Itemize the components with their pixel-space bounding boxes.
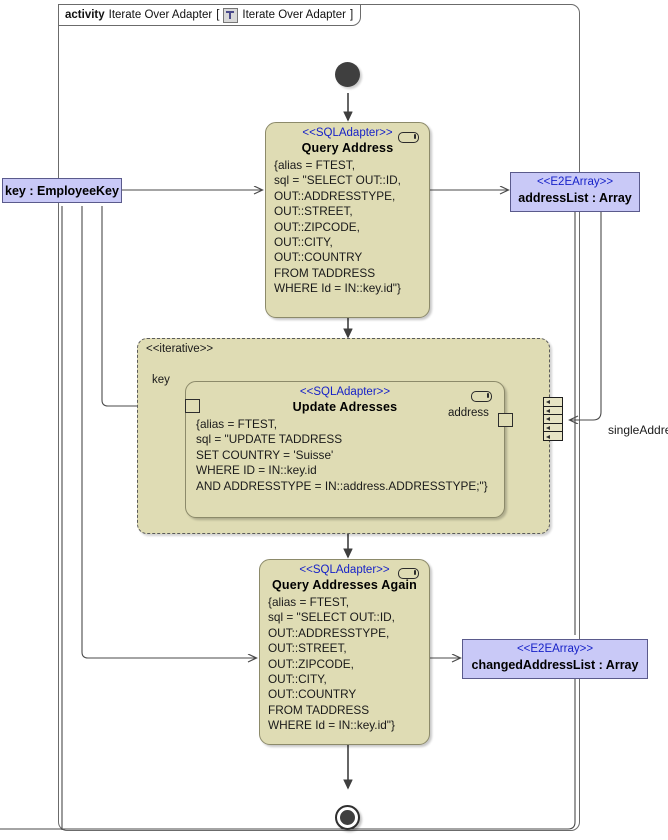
frame-keyword: activity	[65, 9, 105, 21]
expansion-node-cell	[544, 432, 562, 441]
action-body-text: {alias = FTEST, sql = "UPDATE TADDRESS S…	[196, 417, 488, 493]
frame-bracket-close: ]	[349, 9, 354, 21]
expansion-node[interactable]	[543, 397, 563, 441]
stereotype-label: <<SQLAdapter>>	[299, 386, 391, 398]
action-body-text: {alias = FTEST, sql = "SELECT OUT::ID, O…	[268, 595, 395, 733]
input-pin-key-label: key	[152, 374, 170, 386]
object-name: addressList : Array	[518, 191, 632, 205]
frame-name: Iterate Over Adapter	[108, 9, 213, 21]
action-name: Update Adresses	[292, 400, 398, 414]
action-query-address[interactable]: <<SQLAdapter>> Query Address {alias = FT…	[265, 122, 430, 318]
object-node-key[interactable]: key : EmployeeKey	[2, 178, 122, 203]
activity-final-node	[335, 805, 360, 830]
action-query-addresses-again[interactable]: <<SQLAdapter>> Query Addresses Again {al…	[259, 559, 430, 745]
input-pin-key[interactable]	[185, 399, 200, 413]
frame-inner-name: Iterate Over Adapter	[242, 9, 346, 21]
object-stereotype: <<E2EArray>>	[536, 176, 614, 188]
parameter-port-icon	[398, 568, 419, 579]
object-name: key : EmployeeKey	[5, 184, 119, 198]
object-stereotype: <<E2EArray>>	[516, 643, 594, 655]
object-name: changedAddressList : Array	[471, 658, 639, 672]
expansion-node-cell	[544, 407, 562, 416]
object-node-address-list[interactable]: <<E2EArray>> addressList : Array	[510, 172, 640, 212]
region-stereotype-label: <<iterative>>	[146, 343, 214, 355]
action-body-text: {alias = FTEST, sql = "SELECT OUT::ID, O…	[274, 158, 401, 296]
activity-final-inner	[340, 810, 355, 825]
initial-node	[335, 62, 360, 87]
action-update-adresses[interactable]: <<SQLAdapter>> Update Adresses {alias = …	[185, 381, 505, 518]
expansion-node-cell	[544, 415, 562, 424]
activity-diagram-icon	[223, 7, 239, 23]
stereotype-label: <<SQLAdapter>>	[299, 564, 390, 576]
activity-frame-header: activity Iterate Over Adapter [ Iterate …	[58, 4, 362, 26]
action-name: Query Addresses Again	[272, 578, 417, 592]
expansion-node-cell	[544, 398, 562, 407]
frame-bracket-open: [	[216, 9, 220, 21]
expansion-node-label: singleAddress	[608, 423, 668, 437]
input-pin-address[interactable]	[498, 413, 513, 427]
expansion-node-cell	[544, 424, 562, 433]
parameter-port-icon	[398, 132, 419, 143]
stereotype-label: <<SQLAdapter>>	[302, 127, 393, 139]
object-node-changed-address-list[interactable]: <<E2EArray>> changedAddressList : Array	[462, 639, 648, 679]
parameter-port-icon	[471, 391, 492, 402]
input-pin-address-label: address	[448, 407, 489, 419]
action-name: Query Address	[301, 141, 394, 155]
